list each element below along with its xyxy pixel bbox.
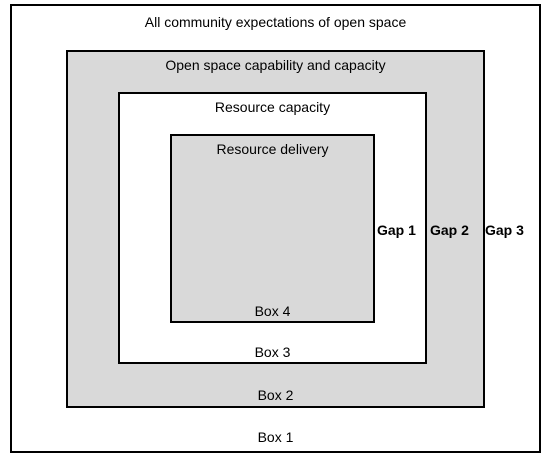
box-4-resource-delivery: Resource delivery Box 4 [170, 134, 375, 323]
box-4-title: Resource delivery [216, 141, 329, 157]
box-1-title: All community expectations of open space [144, 14, 407, 30]
gap-3-label: Gap 3 [485, 222, 524, 238]
gap-2-label: Gap 2 [430, 222, 469, 238]
gap-1-label: Gap 1 [377, 222, 416, 238]
box-1-label: Box 1 [257, 429, 294, 445]
box-2-label: Box 2 [257, 387, 294, 403]
box-3-label: Box 3 [254, 344, 291, 360]
box-4-label: Box 4 [254, 303, 291, 319]
box-2-title: Open space capability and capacity [165, 57, 386, 73]
box-3-title: Resource capacity [214, 99, 331, 115]
